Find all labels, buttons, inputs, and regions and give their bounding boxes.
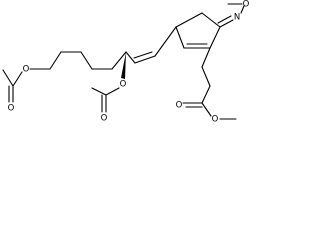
methoxime-group: N O [217, 0, 250, 28]
oxime-oxygen: O [243, 0, 250, 10]
acetate-ether-oxygen-1: O [23, 65, 30, 75]
acetate-ether-oxygen-2: O [120, 80, 127, 90]
acetoxy-stereocenter: O O [91, 51, 136, 124]
stereo-wedge [121, 52, 126, 79]
acetate-carbonyl-oxygen-2: O [101, 114, 108, 124]
cyclopentene-ring [175, 12, 221, 49]
hexyl-chain [29, 51, 127, 70]
ester-ether-oxygen: O [212, 115, 219, 125]
methyl-propanoate-chain: O O [176, 47, 237, 125]
terminal-acetate: O O [2, 65, 30, 114]
oxime-nitrogen: N [234, 13, 240, 23]
acetate-carbonyl-oxygen-1: O [8, 104, 15, 114]
trans-alkene-linker [133, 26, 177, 64]
chemical-structure: N O O O O O [2, 0, 250, 125]
ester-carbonyl-oxygen: O [176, 101, 183, 111]
